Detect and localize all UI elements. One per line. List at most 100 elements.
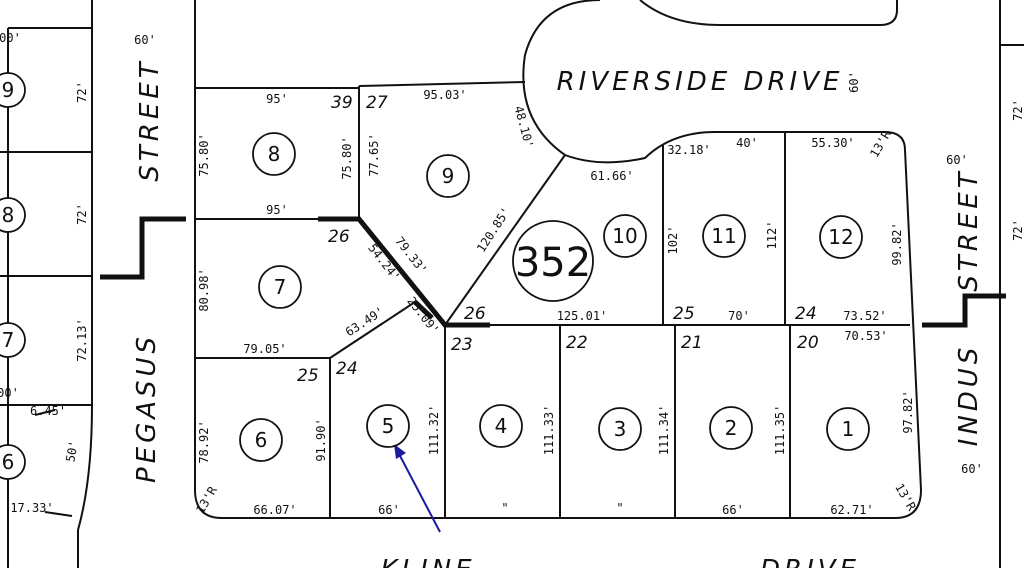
corner-number: 24 — [336, 359, 358, 379]
dim-label: 62.71' — [830, 503, 873, 517]
arrow-head-icon — [394, 444, 406, 459]
street-kline: KLINE — [380, 555, 475, 568]
lot-circle — [702, 214, 746, 258]
dim-label: 125.01' — [557, 309, 608, 323]
dim-label: 6.45' — [30, 404, 66, 418]
lot-circle — [239, 418, 283, 462]
left-lot-number: 9 — [2, 78, 15, 102]
lot-number-11: 11 — [711, 224, 736, 248]
lot-circles: 8 9 7 6 5 4 3 2 1 10 11 12 352 — [239, 132, 870, 462]
dim-label: 40' — [736, 136, 758, 150]
lot-circle — [826, 407, 870, 451]
dim-label: 60' — [961, 462, 983, 476]
street-names: RIVERSIDE DRIVE STREET PEGASUS STREET IN… — [132, 58, 984, 568]
lot-circle — [258, 265, 302, 309]
dim-label: 111.33' — [542, 405, 556, 456]
lot-number-1: 1 — [842, 417, 855, 441]
dim-label: 95.03' — [423, 88, 466, 102]
left-block-edge — [77, 0, 93, 568]
lot-number-2: 2 — [725, 416, 738, 440]
street-riverside-drive: RIVERSIDE DRIVE — [557, 67, 844, 97]
dim-label: 66' — [722, 503, 744, 517]
lot-circle — [0, 444, 26, 480]
block-number: 352 — [515, 240, 591, 286]
dim-label: 61.66' — [590, 169, 633, 183]
street-pegasus: PEGASUS — [132, 333, 162, 483]
dim-label: 60' — [134, 33, 156, 47]
block-boundary — [194, 0, 1024, 568]
dim-label: 75.80' — [197, 133, 211, 176]
dim-label: 32.18' — [667, 143, 710, 157]
lot9-top — [358, 81, 526, 87]
lot-circle — [709, 406, 753, 450]
corner-number: 26 — [464, 304, 486, 324]
dim-label: 77.65' — [367, 133, 381, 176]
lot-number-7: 7 — [274, 275, 287, 299]
corner-number: 22 — [566, 333, 588, 353]
dim-label: 120.85' — [474, 205, 513, 255]
riverside-edge — [639, 0, 898, 26]
dim-label: 102' — [666, 226, 680, 255]
lot7-lot5-line — [329, 301, 416, 359]
dim-label: 91.90' — [314, 418, 328, 461]
corner-number: 27 — [366, 93, 388, 113]
block-circle — [512, 220, 594, 302]
dim-label: 00' — [0, 31, 21, 45]
dim-label: 78.92' — [197, 420, 211, 463]
left-lot-circles: 9 8 7 6 — [0, 72, 26, 480]
dim-label: 72' — [1011, 219, 1024, 241]
lot-circle — [603, 214, 647, 258]
dim-label: 72' — [75, 81, 89, 103]
lot-circle — [819, 215, 863, 259]
corner-number: 25 — [297, 366, 319, 386]
corner-number: 20 — [797, 333, 819, 353]
dim-label: 72' — [1011, 99, 1024, 121]
dim-label: 95' — [266, 203, 288, 217]
lot-number-5: 5 — [382, 414, 395, 438]
dim-label: 70' — [728, 309, 750, 323]
dim-label: 13'R — [193, 483, 220, 516]
thick-lines — [100, 216, 1006, 328]
dim-label: 66.07' — [253, 503, 296, 517]
dim-label: 48.10' — [511, 104, 536, 150]
indus-centerline — [922, 293, 1006, 328]
dim-label: 99.82' — [890, 222, 904, 265]
dim-label: 73.52' — [843, 309, 886, 323]
lot-circle — [0, 197, 26, 233]
corner-number: 24 — [795, 304, 817, 324]
dim-label: 50' — [63, 439, 81, 463]
block-outline — [194, 0, 923, 519]
pegasus-centerline — [100, 216, 186, 280]
lot-circle — [366, 404, 410, 448]
dim-label: 111.32' — [427, 405, 441, 456]
corner-number: 21 — [681, 333, 703, 353]
dim-label: 111.34' — [657, 405, 671, 456]
lot-number-3: 3 — [614, 417, 627, 441]
dim-label: 60' — [847, 71, 861, 93]
lot-circle — [598, 407, 642, 451]
dim-label: 66' — [378, 503, 400, 517]
lot-number-4: 4 — [495, 414, 508, 438]
lot9-lot10-line — [444, 154, 566, 326]
lot-circle — [479, 404, 523, 448]
dim-label: 17.33' — [10, 501, 53, 515]
street-pegasus-street: STREET — [135, 58, 165, 181]
lot-number-9: 9 — [442, 164, 455, 188]
dim-label: 75.80' — [340, 136, 354, 179]
left-leader — [44, 511, 73, 517]
corner-number: 26 — [328, 227, 350, 247]
dim-label: 55.30' — [811, 136, 854, 150]
dim-label: 60' — [946, 153, 968, 167]
tract-boundary-seg — [413, 300, 434, 320]
dim-label: 00' — [0, 386, 19, 400]
corner-number: 23 — [451, 335, 473, 355]
corner-numbers: 39 27 26 26 25 24 23 22 21 20 25 24 — [297, 93, 819, 386]
lot-number-6: 6 — [255, 428, 268, 452]
tract-boundary — [318, 216, 490, 328]
corner-number: 25 — [673, 304, 695, 324]
lot-circle — [426, 154, 470, 198]
lot-number-12: 12 — [828, 225, 853, 249]
dim-label: 95' — [266, 92, 288, 106]
